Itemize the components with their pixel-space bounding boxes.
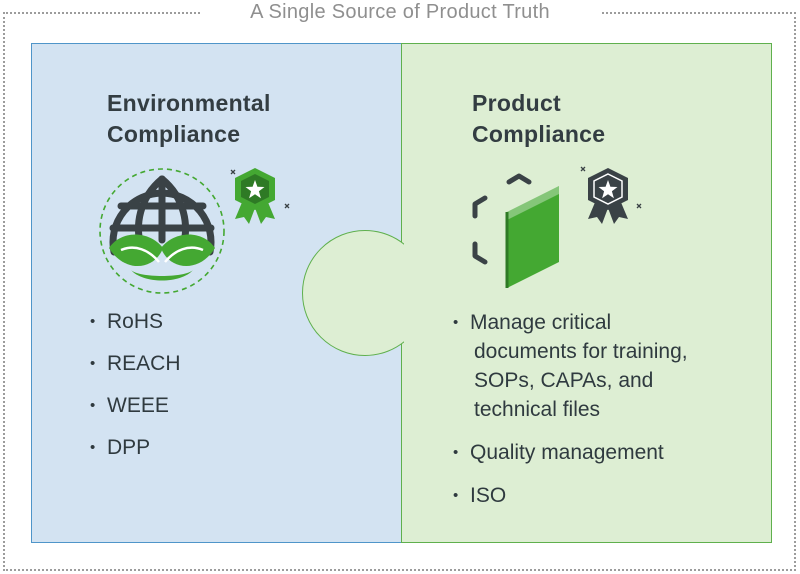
list-item: DPP: [90, 434, 380, 476]
list-item: WEEE: [90, 392, 380, 434]
cube-icon: [472, 173, 559, 288]
globe-leaf-icon: [99, 168, 225, 294]
environmental-heading: Environmental Compliance: [107, 90, 271, 147]
list-item: Manage critical documents for training, …: [453, 308, 773, 424]
list-item: REACH: [90, 350, 380, 392]
environmental-list: RoHS REACH WEEE DPP: [90, 308, 380, 476]
page-title: A Single Source of Product Truth: [200, 0, 600, 24]
product-list: Manage critical documents for training, …: [453, 308, 773, 524]
list-item: Quality management: [453, 438, 773, 467]
list-item: RoHS: [90, 308, 380, 350]
product-heading: Product Compliance: [472, 90, 606, 147]
award-badge-icon: [230, 168, 290, 224]
award-badge-icon: [580, 166, 642, 224]
list-item: ISO: [453, 481, 773, 510]
